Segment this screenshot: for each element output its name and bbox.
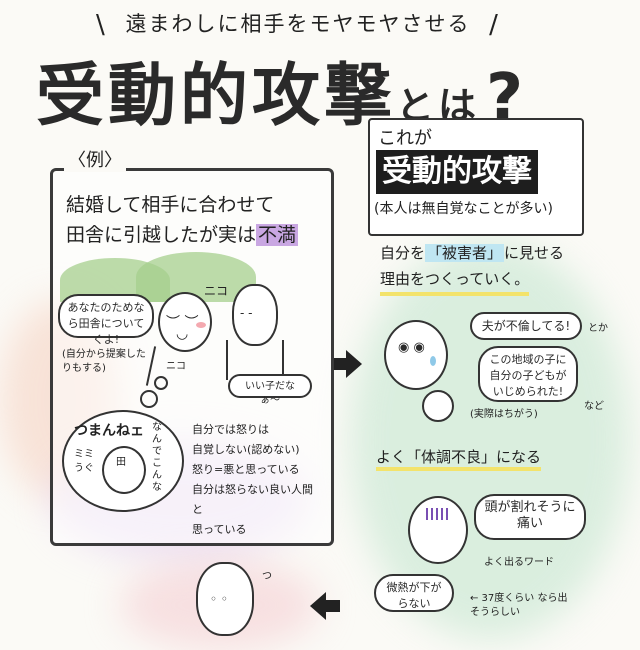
example-tag: 〈例〉 [64, 146, 126, 172]
thought-dot-2 [140, 390, 158, 408]
point1-prefix: 自分を [380, 244, 426, 262]
point1-side1: とか [588, 323, 608, 334]
explain-line-2: 自覚しない(認めない) [192, 443, 300, 456]
explain-line-5: 思っている [192, 523, 247, 536]
bubble-low-fever: 微熱が下がらない [374, 574, 454, 612]
point1-line2: 理由をつくっていく。 [380, 266, 530, 296]
explain-line-3: 怒り=悪と思っている [192, 463, 300, 476]
subtitle: \ 遠まわしに相手をモヤモヤさせる / [96, 8, 566, 44]
blush-icon [196, 322, 206, 328]
smile-icon: ◡ [176, 326, 189, 342]
partner-face [232, 284, 278, 346]
subtitle-text: 遠まわしに相手をモヤモヤさせる [125, 12, 471, 36]
headache-lines-icon [426, 508, 448, 520]
definition-note: (本人は無自覚なことが多い) [374, 201, 553, 217]
definition-intro: これが [378, 128, 432, 149]
point1-suffix: に見せる [504, 244, 565, 262]
point1-highlight-victim: 「被害者」 [425, 244, 505, 262]
thought-main-text: つまんねェ [74, 423, 144, 439]
point2-note2: ← 37度くらい なら出そうらしい [470, 593, 568, 618]
sound-sigh: ニコ [166, 361, 186, 372]
child-face [422, 390, 454, 422]
bubble-splitting-headache: 頭が割れそうに痛い [474, 494, 586, 540]
example-line2: 田舎に引越したが実は不満 [66, 220, 316, 250]
definition-term: 受動的攻撃 [376, 150, 538, 194]
point1-reality: (実際はちがう) [470, 409, 538, 420]
point1-side2: など [584, 401, 604, 412]
bubble-husband-cheating: 夫が不倫してる! [470, 312, 582, 340]
point2-heading: よく「体調不良」になる [376, 446, 542, 471]
wash-green [350, 240, 630, 640]
speech-bubble-for-you: あなたのためなら田舎についてくよ! [58, 294, 154, 346]
bottom-partner-eyes-icon: ◦ ◦ [210, 592, 228, 606]
partner-body-right [282, 340, 284, 380]
example-line2-prefix: 田舎に引越したが実は [66, 224, 257, 246]
smiling-eyes-icon: ︶ ︶ [166, 315, 199, 331]
point2-caption: よく出るワード [484, 557, 554, 568]
partner-eyes-icon: - - [240, 306, 253, 320]
subtitle-right-slash: / [489, 10, 500, 40]
crying-person-face [384, 320, 448, 390]
point1-heading: 自分を「被害者」に見せる 理由をつくっていく。 [380, 240, 564, 296]
sound-niko: ニコ [204, 284, 229, 298]
note-self-proposed: (自分から提案したりもする) [62, 349, 146, 374]
teary-eyes-icon: ◉ ◉ [398, 340, 425, 355]
bottom-partner-face [196, 562, 254, 636]
explain-line-1: 自分では怒りは [192, 423, 269, 436]
example-description: 結婚して相手に合わせて 田舎に引越したが実は不満 [66, 190, 316, 250]
tear-drop-icon [430, 356, 436, 366]
bubble-child-bullied: この地域の子に自分の子どもがいじめられた! [478, 346, 578, 402]
headache-person-face [408, 496, 468, 564]
title-main: 受動的攻撃 [36, 56, 397, 136]
grumpy-face-mark: 田 [116, 457, 126, 468]
explain-line-4: 自分は怒らない良い人間と [192, 483, 313, 516]
thought-dot-1 [154, 376, 168, 390]
example-line1: 結婚して相手に合わせて [66, 194, 275, 216]
partner-body [226, 340, 228, 380]
sound-bottom: つ [262, 571, 272, 582]
example-explanation: 自分では怒りは 自覚しない(認めない) 怒り=悪と思っている 自分は怒らない良い… [192, 420, 322, 540]
page-title: 受動的攻撃とは? [36, 40, 527, 136]
grumpy-face [102, 446, 146, 494]
example-highlight-dissatisfied: 不満 [256, 224, 299, 246]
thought-side-text: なんでこんな [152, 422, 162, 493]
subtitle-left-slash: \ [96, 10, 107, 40]
thought-small-text: ミミ うぐ [74, 449, 94, 474]
speech-bubble-good-girl: いい子だなぁ〜 [228, 374, 312, 406]
